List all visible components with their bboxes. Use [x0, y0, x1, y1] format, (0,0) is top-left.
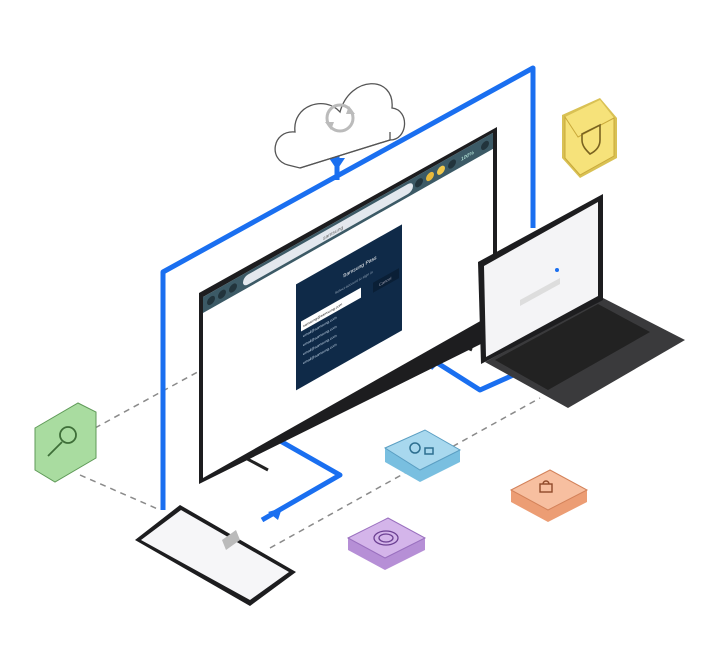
cancel-label: Cancel — [379, 276, 391, 288]
cloud-sync-icon — [274, 83, 406, 169]
lock-icon — [509, 469, 589, 522]
laptop — [478, 194, 685, 408]
home-icon[interactable] — [229, 282, 237, 295]
blue-connectors — [160, 65, 536, 523]
star-icon[interactable] — [426, 170, 434, 183]
cancel-button[interactable] — [373, 268, 399, 293]
shield-icon — [562, 98, 617, 178]
bookmark-icon[interactable] — [437, 164, 445, 177]
fingerprint-icon — [346, 517, 427, 570]
address-bar[interactable] — [243, 181, 413, 287]
key-icon — [34, 402, 97, 483]
back-icon[interactable] — [207, 294, 215, 307]
settings-icon[interactable] — [448, 158, 456, 171]
laptop-screen — [484, 202, 598, 357]
account-selected[interactable] — [301, 287, 361, 332]
contact-icon — [383, 429, 462, 482]
tv: samsung 100% Samsung Pass Select account… — [199, 127, 497, 484]
forward-icon[interactable] — [218, 288, 226, 301]
menu-icon[interactable] — [481, 139, 489, 152]
tab-icon[interactable] — [415, 176, 423, 189]
tablet-screen — [141, 510, 289, 600]
tablet — [135, 505, 296, 606]
samsung-pass-dialog: Samsung Pass Select account to sign in s… — [296, 224, 402, 391]
